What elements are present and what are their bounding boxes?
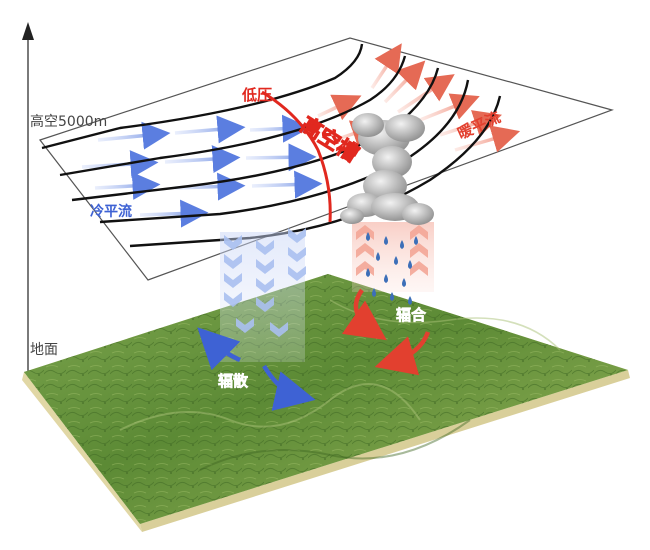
down-chevron-icon	[224, 235, 242, 250]
vertical-axis-arrow-icon	[22, 22, 34, 40]
cloud-icon	[340, 113, 434, 225]
rain-drop-icon	[384, 236, 388, 245]
curved-arrow-icon	[262, 364, 316, 411]
rain-drop-icon	[366, 268, 370, 277]
rain-drop-icon	[400, 240, 404, 249]
rain-drop-icon	[394, 256, 398, 265]
up-chevron-icon	[410, 225, 428, 240]
rain-drop-icon	[414, 236, 418, 245]
down-chevron-icon	[256, 278, 274, 293]
rain-drop-icon	[402, 278, 406, 287]
down-chevron-icon	[224, 273, 242, 288]
down-chevron-icon	[270, 322, 288, 337]
curved-arrow-icon	[197, 327, 241, 371]
sinking-air-column	[220, 228, 306, 362]
high-level-label: 高空5000m	[30, 113, 107, 130]
down-chevron-icon	[224, 292, 242, 307]
up-chevron-icon	[410, 261, 428, 276]
up-chevron-icon	[410, 243, 428, 258]
rain-drop-icon	[366, 232, 370, 241]
down-chevron-icon	[288, 247, 306, 262]
curved-arrow-icon	[341, 288, 387, 341]
down-chevron-icon	[256, 259, 274, 274]
down-chevron-icon	[236, 318, 254, 333]
cold-advection-arrows	[81, 114, 323, 228]
curved-arrow-icon	[374, 331, 431, 376]
down-chevron-icon	[288, 228, 306, 243]
rain-drops	[366, 232, 418, 305]
rain-drop-icon	[372, 288, 376, 297]
convergence-arrows	[341, 288, 431, 376]
ground-terrain	[22, 274, 630, 532]
low-pressure-label: 低压	[241, 86, 272, 104]
rain-drop-icon	[376, 252, 380, 261]
down-chevron-icon	[256, 297, 274, 312]
up-chevron-icon	[356, 243, 374, 258]
rain-drop-icon	[408, 296, 412, 305]
cold-advection-label: 冷平流	[90, 203, 132, 220]
down-chevron-icon	[224, 254, 242, 269]
rain-drop-icon	[390, 292, 394, 301]
divergence-label: 辐散	[218, 372, 249, 390]
rain-drop-icon	[384, 274, 388, 283]
convergence-label: 辐合	[396, 306, 427, 324]
upper-level-plane	[39, 37, 614, 281]
ground-label: 地面	[30, 342, 58, 358]
rain-drop-icon	[408, 260, 412, 269]
divergence-arrows	[197, 327, 316, 411]
trough-line	[261, 90, 332, 223]
rising-air-column	[352, 222, 434, 292]
down-chevron-icon	[288, 266, 306, 281]
vertical-axis	[22, 22, 34, 385]
down-chevron-icon	[256, 240, 274, 255]
